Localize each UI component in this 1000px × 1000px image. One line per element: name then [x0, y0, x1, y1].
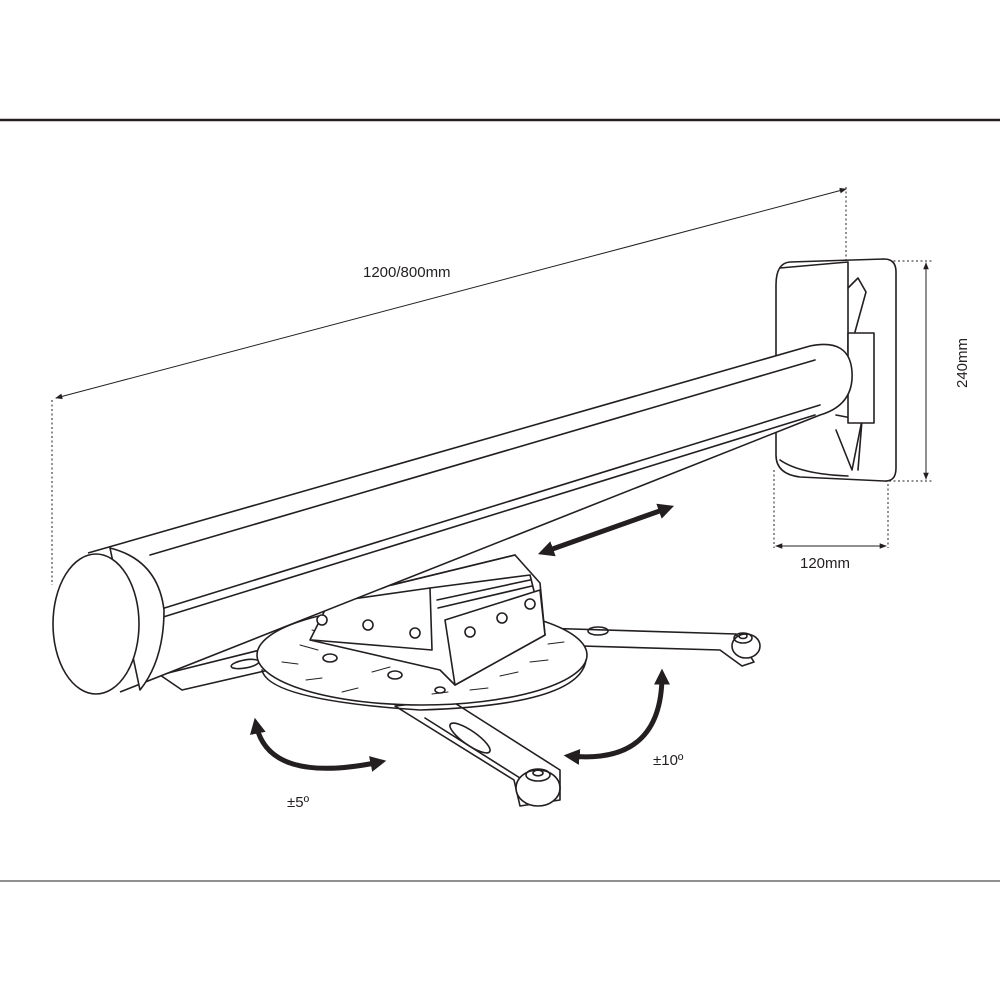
length-dimension: 1200/800mm [51, 187, 847, 585]
slide-arrow-icon [537, 503, 675, 557]
rotate-left-arrow-icon [250, 717, 387, 772]
tilt-right-label: ±10º [653, 752, 684, 769]
slider-carriage [309, 554, 546, 686]
front-arm [394, 699, 561, 807]
length-label: 1200/800mm [363, 264, 451, 281]
tube-end-cap [52, 553, 140, 695]
height-label: 240mm [954, 338, 971, 388]
rear-arm-right [539, 626, 761, 667]
extension-tube [52, 343, 853, 695]
depth-label: 120mm [800, 555, 850, 572]
tilt-left-label: ±5º [287, 794, 310, 811]
depth-dimension: 120mm [773, 470, 889, 572]
rotate-right-arrow-icon [563, 668, 670, 765]
